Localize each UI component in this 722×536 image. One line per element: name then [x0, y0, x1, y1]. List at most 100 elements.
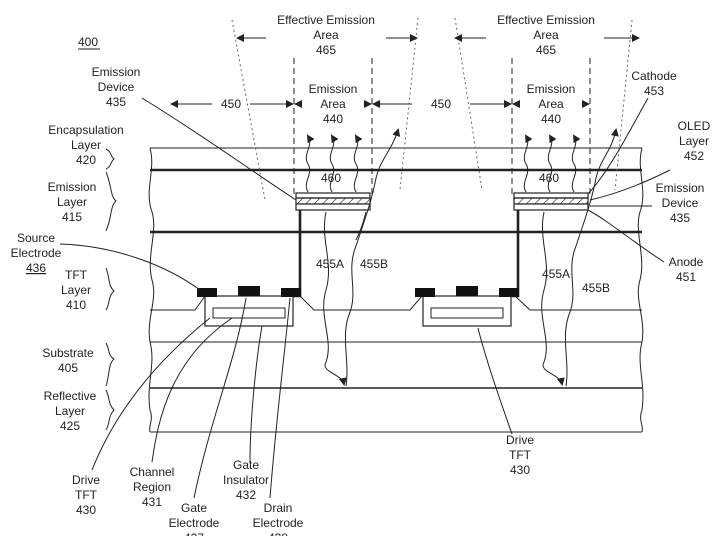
label-460-left: 460 [321, 171, 341, 185]
encapsulation-word: Layer [71, 138, 101, 152]
emission-area-left-title: Emission [309, 82, 358, 96]
eff-area-right-word: Area [533, 28, 559, 42]
light-arrow-l3 [353, 134, 363, 193]
connector-right [508, 210, 520, 298]
oled-layer-word: Layer [679, 134, 709, 148]
drain-electrode-word: Electrode [253, 516, 304, 530]
leader-gate-insulator [249, 325, 263, 463]
anode-number: 451 [676, 270, 696, 284]
labels: Effective Emission Area 465 Effective Em… [11, 13, 711, 536]
source-electrode-number: 436 [26, 261, 46, 275]
connector-left [290, 210, 302, 298]
source-electrode-title: Source [17, 231, 55, 245]
drive-tft-right-number: 430 [510, 463, 530, 477]
gate-insulator-word: Insulator [223, 473, 269, 487]
gate-electrode-left [238, 286, 260, 296]
oled-layer-right [513, 197, 589, 205]
cathode-number: 453 [644, 84, 664, 98]
brace-emission [105, 171, 117, 232]
anode-left [295, 203, 371, 211]
emission-device-left-title: Emission [92, 65, 141, 79]
eff-boundary-1 [231, 19, 266, 201]
leader-drive-left [91, 317, 211, 471]
gate-insulator-title: Gate [233, 458, 259, 472]
channel-left [212, 307, 286, 319]
eff-area-right-title: Effective Emission [497, 13, 595, 27]
label-455b-left: 455B [360, 257, 388, 271]
leader-460-left [355, 211, 367, 241]
reflective-layer-title: Reflective [44, 389, 97, 403]
brace-tft [105, 267, 115, 311]
brace-reflective [105, 389, 115, 431]
drive-tft-left-word: TFT [75, 488, 98, 502]
tft-right [415, 286, 519, 327]
emitted-light-right [523, 134, 581, 193]
leader-anode [587, 209, 665, 263]
emission-area-right-number: 440 [541, 112, 561, 126]
emission-device-right-number: 435 [670, 211, 690, 225]
emission-device-right-word: Device [662, 196, 699, 210]
dim-450-right: 450 [431, 97, 451, 111]
emission-layer-word: Layer [57, 195, 87, 209]
anode-right [513, 203, 589, 211]
eff-boundary-4 [614, 19, 633, 191]
emission-device-left-word: Device [98, 80, 135, 94]
brace-substrate [105, 342, 115, 387]
emission-area-left-number: 440 [323, 112, 343, 126]
gate-insulator-number: 432 [236, 488, 256, 502]
light-arrow-r1 [523, 134, 533, 193]
tft-layer-bottom [150, 295, 642, 311]
tft-layer-number: 410 [66, 298, 86, 312]
emission-layer-number: 415 [62, 210, 82, 224]
eff-area-left-title: Effective Emission [277, 13, 375, 27]
anode-title: Anode [669, 255, 704, 269]
left-edge [148, 147, 155, 433]
layer-lines [150, 147, 642, 433]
tft-left [197, 286, 301, 327]
leader-source [59, 243, 201, 291]
gate-electrode-title: Gate [181, 501, 207, 515]
leader-emission-device-left [141, 97, 297, 201]
leader-cathode [587, 97, 649, 195]
leader-gate-electrode [193, 297, 247, 499]
light-arrow-r2 [547, 134, 557, 193]
source-electrode-word: Electrode [11, 246, 62, 260]
tft-layer-title: TFT [65, 268, 88, 282]
light-arrow-l2 [329, 134, 339, 193]
light-arrow-r3 [571, 134, 581, 193]
leader-channel [151, 317, 233, 463]
eff-area-left-number: 465 [316, 43, 336, 57]
oled-layer-title: OLED [678, 119, 711, 133]
emission-layer-title: Emission [48, 180, 97, 194]
emission-device-left-number: 435 [106, 95, 126, 109]
gate-electrode-word: Electrode [169, 516, 220, 530]
layer-braces [105, 148, 117, 431]
tft-layer-word: Layer [61, 283, 91, 297]
leader-oled [589, 169, 671, 201]
encapsulation-number: 420 [76, 153, 96, 167]
drain-electrode-number: 438 [268, 531, 288, 536]
emission-area-right-word: Area [538, 97, 564, 111]
emitted-light-left [305, 134, 363, 193]
dim-450-left: 450 [221, 97, 241, 111]
light-455b-right [564, 128, 619, 387]
drain-electrode-title: Drain [264, 501, 293, 515]
drive-tft-left-number: 430 [76, 503, 96, 517]
leader-drive-right [477, 327, 513, 435]
light-455a-left [323, 211, 347, 386]
drive-tft-right-word: TFT [509, 448, 532, 462]
oled-layer-number: 452 [684, 149, 704, 163]
label-460-right: 460 [539, 171, 559, 185]
gate-electrode-right [456, 286, 478, 296]
leader-drain [269, 297, 291, 499]
eff-area-left-word: Area [313, 28, 339, 42]
oled-layer-left [295, 197, 371, 205]
channel-region-title: Channel [130, 465, 175, 479]
eff-area-right-number: 465 [536, 43, 556, 57]
drain-electrode-left [281, 288, 301, 297]
cathode-title: Cathode [631, 69, 677, 83]
reflective-layer-word: Layer [55, 404, 85, 418]
label-455a-left: 455A [316, 257, 344, 271]
